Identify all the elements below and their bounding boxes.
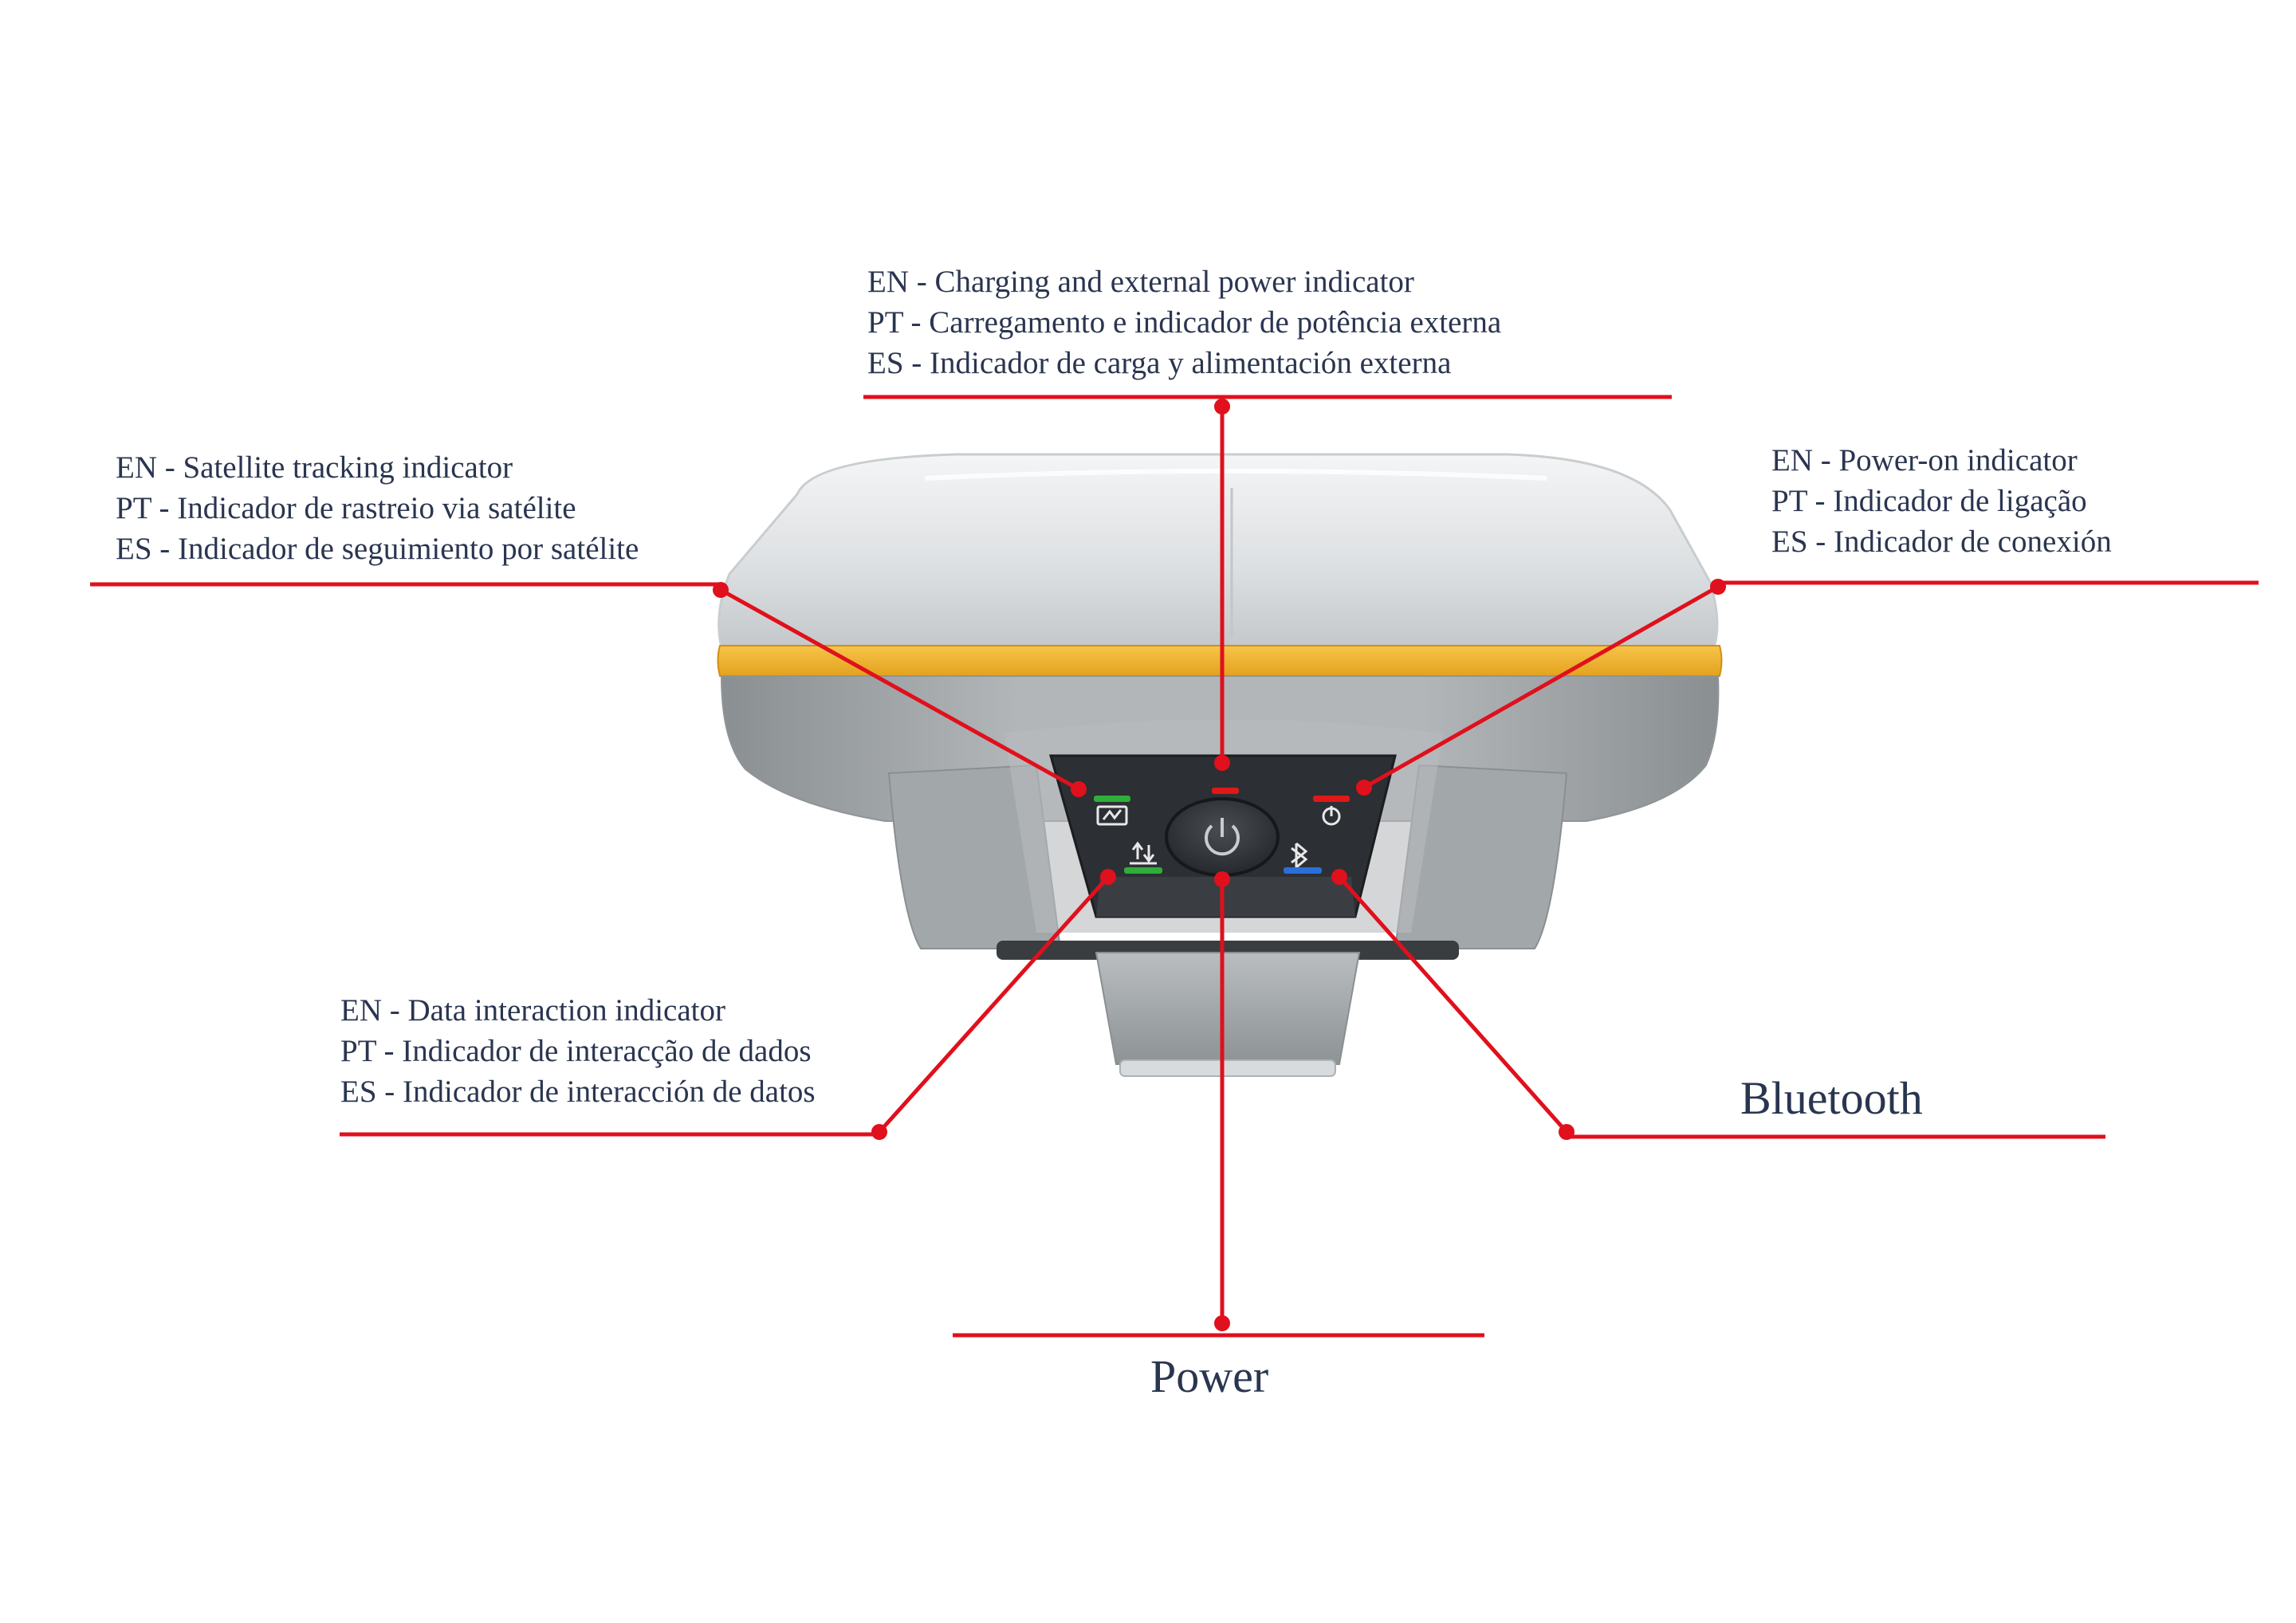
bluetooth-led	[1284, 867, 1322, 874]
charging-es: ES - Indicador de carga y alimentación e…	[867, 346, 1452, 380]
bluetooth-callout-label: Bluetooth	[1740, 1072, 1923, 1124]
power-button[interactable]	[1165, 797, 1280, 877]
satellite-icon	[1096, 805, 1128, 826]
data-led	[1124, 867, 1162, 874]
yellow-band	[717, 645, 1723, 677]
charging-callout-label: EN - Charging and external power indicat…	[867, 261, 1501, 383]
callout-dots	[713, 399, 1726, 1331]
bluetooth-icon	[1291, 842, 1308, 870]
callout-lines	[90, 395, 2259, 1338]
power-on-led	[1313, 796, 1350, 802]
satellite-pt: PT - Indicador de rastreio via satélite	[116, 491, 576, 525]
satellite-en: EN - Satellite tracking indicator	[116, 450, 513, 485]
data-pt: PT - Indicador de interacção de dados	[340, 1034, 812, 1068]
satellite-callout-label: EN - Satellite tracking indicator PT - I…	[116, 447, 639, 569]
power-button-icon	[1205, 818, 1240, 856]
power-icon	[1322, 806, 1341, 826]
indicator-panel	[1094, 788, 1350, 877]
satellite-leader	[719, 588, 1080, 792]
power-on-pt: PT - Indicador de ligação	[1771, 484, 2087, 518]
receiver-stem	[1095, 952, 1361, 1065]
power-on-es: ES - Indicador de conexión	[1771, 525, 2112, 559]
satellite-led	[1094, 796, 1130, 802]
data-leader	[878, 875, 1110, 1134]
charging-led	[1212, 788, 1239, 794]
bluetooth-leader	[1338, 875, 1568, 1134]
satellite-es: ES - Indicador de seguimiento por satéli…	[116, 532, 639, 566]
data-es: ES - Indicador de interacción de datos	[340, 1075, 816, 1109]
data-en: EN - Data interaction indicator	[340, 993, 725, 1028]
receiver-dome	[718, 453, 1719, 649]
data-callout-label: EN - Data interaction indicator PT - Ind…	[340, 990, 816, 1112]
data-transfer-icon	[1130, 841, 1157, 865]
power-on-en: EN - Power-on indicator	[1771, 443, 2078, 477]
charging-pt: PT - Carregamento e indicador de potênci…	[867, 305, 1502, 340]
charging-en: EN - Charging and external power indicat…	[867, 265, 1414, 299]
power-on-leader	[1362, 584, 1720, 790]
power-on-callout-label: EN - Power-on indicator PT - Indicador d…	[1771, 440, 2112, 562]
power-callout-label: Power	[1150, 1350, 1269, 1402]
